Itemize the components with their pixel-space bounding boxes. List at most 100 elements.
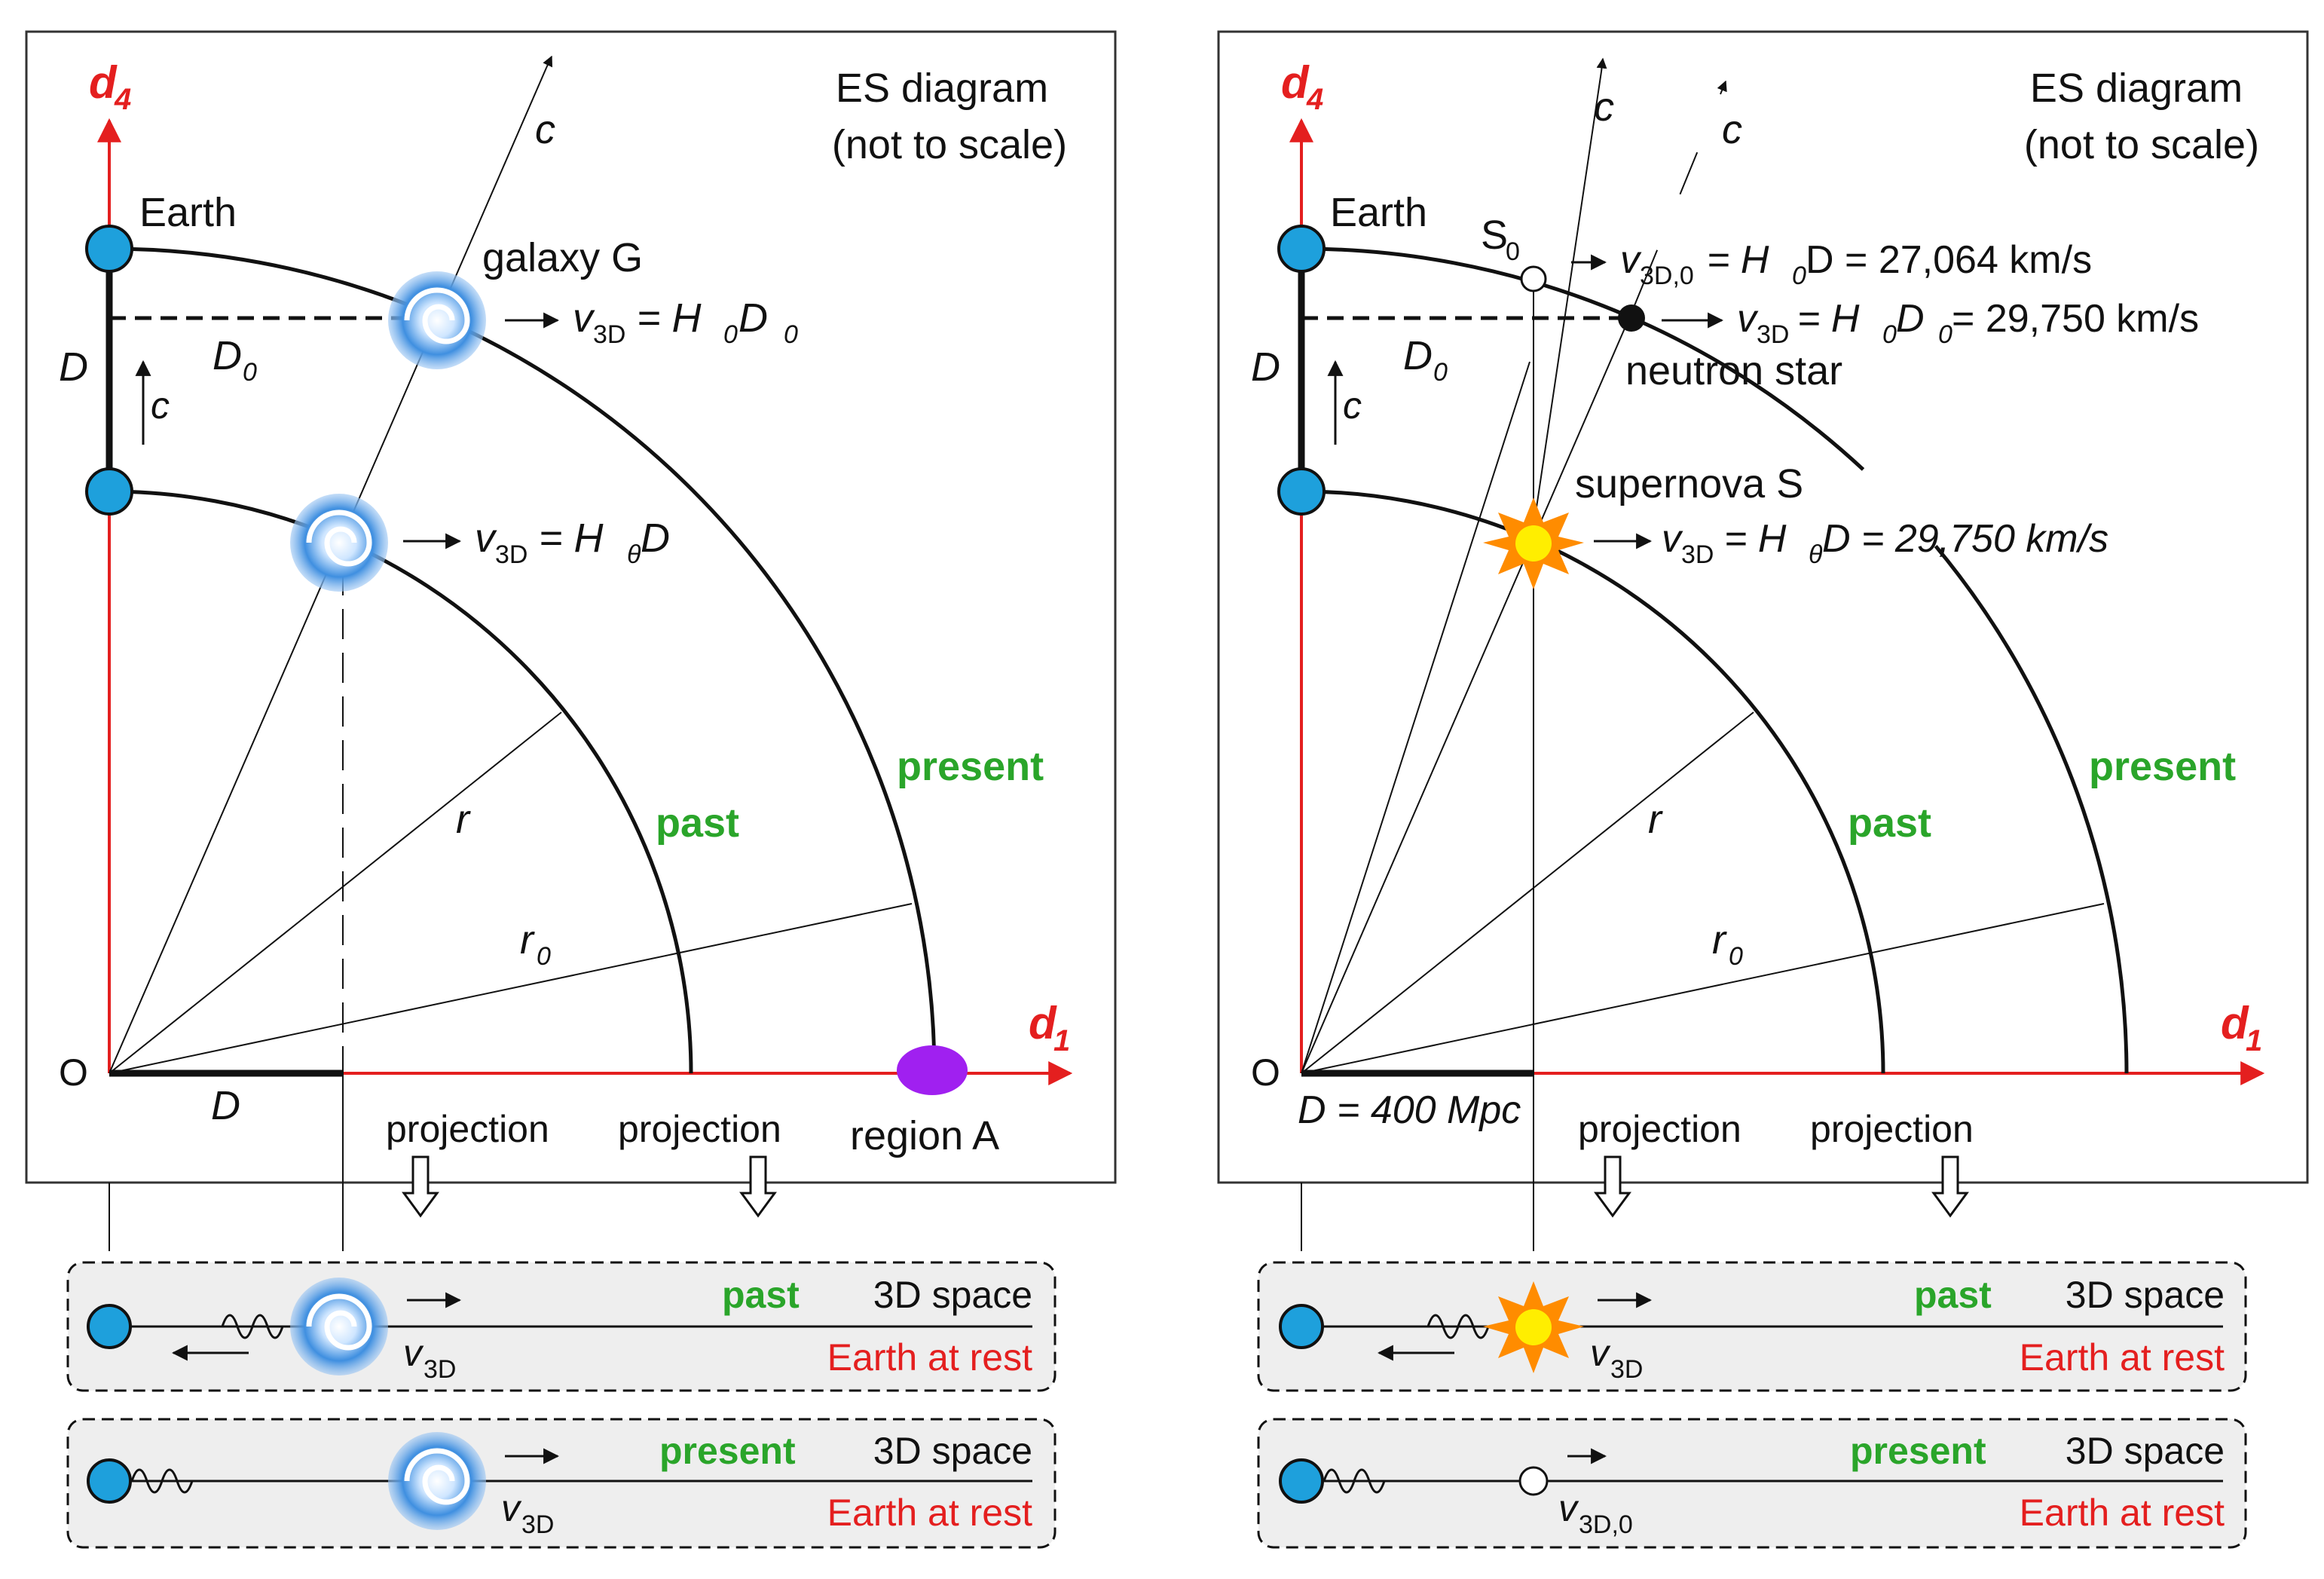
wave-icon xyxy=(221,1314,284,1339)
r-label: r xyxy=(1648,797,1663,842)
strip-space: 3D space xyxy=(2066,1274,2225,1316)
projection-label-2: projection xyxy=(1810,1108,1974,1150)
projection-arrow-1 xyxy=(1594,1155,1631,1218)
mid-eq-D: D xyxy=(641,516,670,561)
D0-label: D xyxy=(1403,333,1433,378)
past-label: past xyxy=(656,800,739,846)
present-label: present xyxy=(2089,744,2236,789)
mid-eq-H: = H xyxy=(539,516,604,561)
wave-icon xyxy=(1427,1314,1490,1339)
earth-label: Earth xyxy=(139,190,237,235)
strip-vel-sub: 3D xyxy=(424,1355,456,1384)
strip-phase: past xyxy=(722,1274,800,1316)
r0-label: r xyxy=(1712,917,1727,962)
r0-label: r xyxy=(520,917,535,962)
earth-present xyxy=(1277,225,1326,273)
s0-eq-H-sub: 0 xyxy=(1792,262,1806,290)
ns-eq-H: = H xyxy=(1797,297,1860,341)
s0-eq-H: = H xyxy=(1707,238,1769,282)
ns-eq-v: v xyxy=(1737,297,1759,341)
D-label: D xyxy=(1251,344,1280,390)
d4-label: d xyxy=(89,57,118,108)
panel-frame xyxy=(25,30,1117,1184)
origin-label: O xyxy=(59,1051,88,1094)
strip-space: 3D space xyxy=(873,1430,1032,1472)
ns-eq-D-sub: 0 xyxy=(1938,320,1952,349)
S0-label: S xyxy=(1481,213,1508,258)
galaxy-icon xyxy=(388,1432,486,1530)
c-label-top: c xyxy=(535,107,555,152)
c-label-left: c xyxy=(151,384,170,427)
past-label: past xyxy=(1848,800,1931,846)
ns-eq-D: D xyxy=(1896,297,1925,341)
ray-from-origin-1 xyxy=(1301,361,1530,1074)
strip-vel: v xyxy=(403,1332,424,1374)
strip-phase: present xyxy=(659,1430,796,1472)
c-arrow-2 xyxy=(1717,80,1727,95)
galaxy-present-icon xyxy=(388,271,486,369)
panel-frame xyxy=(1217,30,2309,1184)
strip-space: 3D space xyxy=(873,1274,1032,1316)
strip-left-present: v 3D present 3D space Earth at rest xyxy=(66,1418,1057,1549)
top-eq-D-sub: 0 xyxy=(784,320,798,349)
strip-left-past: v 3D past 3D space Earth at rest xyxy=(66,1261,1057,1392)
radius-r xyxy=(1301,711,1754,1074)
region-A-label: region A xyxy=(850,1113,999,1158)
projection-arrow-2 xyxy=(1931,1155,1969,1218)
strip-vel: v xyxy=(1590,1332,1611,1374)
light-ray-c-1 xyxy=(1533,71,1602,528)
corner-title-line1: ES diagram xyxy=(836,66,1048,111)
supernova-core xyxy=(1515,1309,1552,1345)
earth-icon xyxy=(87,1304,132,1349)
corner-title-line2: (not to scale) xyxy=(832,122,1067,167)
strip-vel-sub: 3D xyxy=(521,1510,554,1539)
strip-frame-label: Earth at rest xyxy=(827,1336,1032,1379)
strip-frame-label: Earth at rest xyxy=(2020,1336,2225,1379)
galaxy-icon xyxy=(290,1278,388,1376)
strip-vel: v xyxy=(501,1487,522,1529)
neutron-star-marker xyxy=(1618,304,1645,332)
c-label-left: c xyxy=(1343,384,1362,427)
ray-from-origin-2 xyxy=(1301,312,1632,1074)
supernova-label: supernova S xyxy=(1575,461,1803,506)
c-label-top-2: c xyxy=(1722,107,1742,152)
neutron-star-label: neutron star xyxy=(1625,348,1842,393)
earth-icon xyxy=(87,1458,132,1504)
projection-arrow-2 xyxy=(739,1155,777,1218)
present-arc xyxy=(1301,246,2129,1074)
D0-label: D xyxy=(213,333,242,378)
strip-frame xyxy=(1257,1418,2247,1549)
c-arrow-1 xyxy=(1596,57,1607,72)
strip-phase: present xyxy=(1850,1430,1986,1472)
D0-label-sub: 0 xyxy=(243,358,257,387)
projection-label-2: projection xyxy=(618,1108,781,1150)
d1-label-sub: 1 xyxy=(1053,1024,1070,1057)
supernova-core xyxy=(1515,525,1552,562)
top-eq-v-sub: 3D xyxy=(593,320,625,349)
r0-label-sub: 0 xyxy=(1729,942,1743,971)
earth-icon xyxy=(1279,1458,1324,1504)
sn-eq-v: v xyxy=(1662,517,1683,561)
left-panel: ES diagram (not to scale) d 4 d 1 O c D … xyxy=(25,30,1117,1251)
sn-eq-tail: D = 29,750 km/s xyxy=(1822,517,2108,561)
origin-label: O xyxy=(1251,1051,1280,1094)
top-eq-H: = H xyxy=(637,295,702,341)
corner-title-line1: ES diagram xyxy=(2030,66,2243,111)
strip-frame-label: Earth at rest xyxy=(827,1492,1032,1534)
d4-label: d xyxy=(1281,57,1310,108)
strip-phase: past xyxy=(1914,1274,1992,1316)
strip-frame-label: Earth at rest xyxy=(2020,1492,2225,1534)
earth-label: Earth xyxy=(1330,190,1427,235)
d1-label: d xyxy=(1029,998,1057,1048)
present-arc xyxy=(109,246,937,1074)
past-arc xyxy=(1301,489,1885,1074)
present-label: present xyxy=(897,744,1044,789)
ns-eq-H-sub: 0 xyxy=(1882,320,1897,349)
strip-frame xyxy=(66,1418,1057,1549)
D0-label-sub: 0 xyxy=(1433,358,1448,387)
sn-eq-H-sub: θ xyxy=(1809,540,1823,569)
past-arc xyxy=(109,489,693,1074)
r0-label-sub: 0 xyxy=(537,942,551,971)
bottom-D-label: D xyxy=(211,1083,240,1128)
